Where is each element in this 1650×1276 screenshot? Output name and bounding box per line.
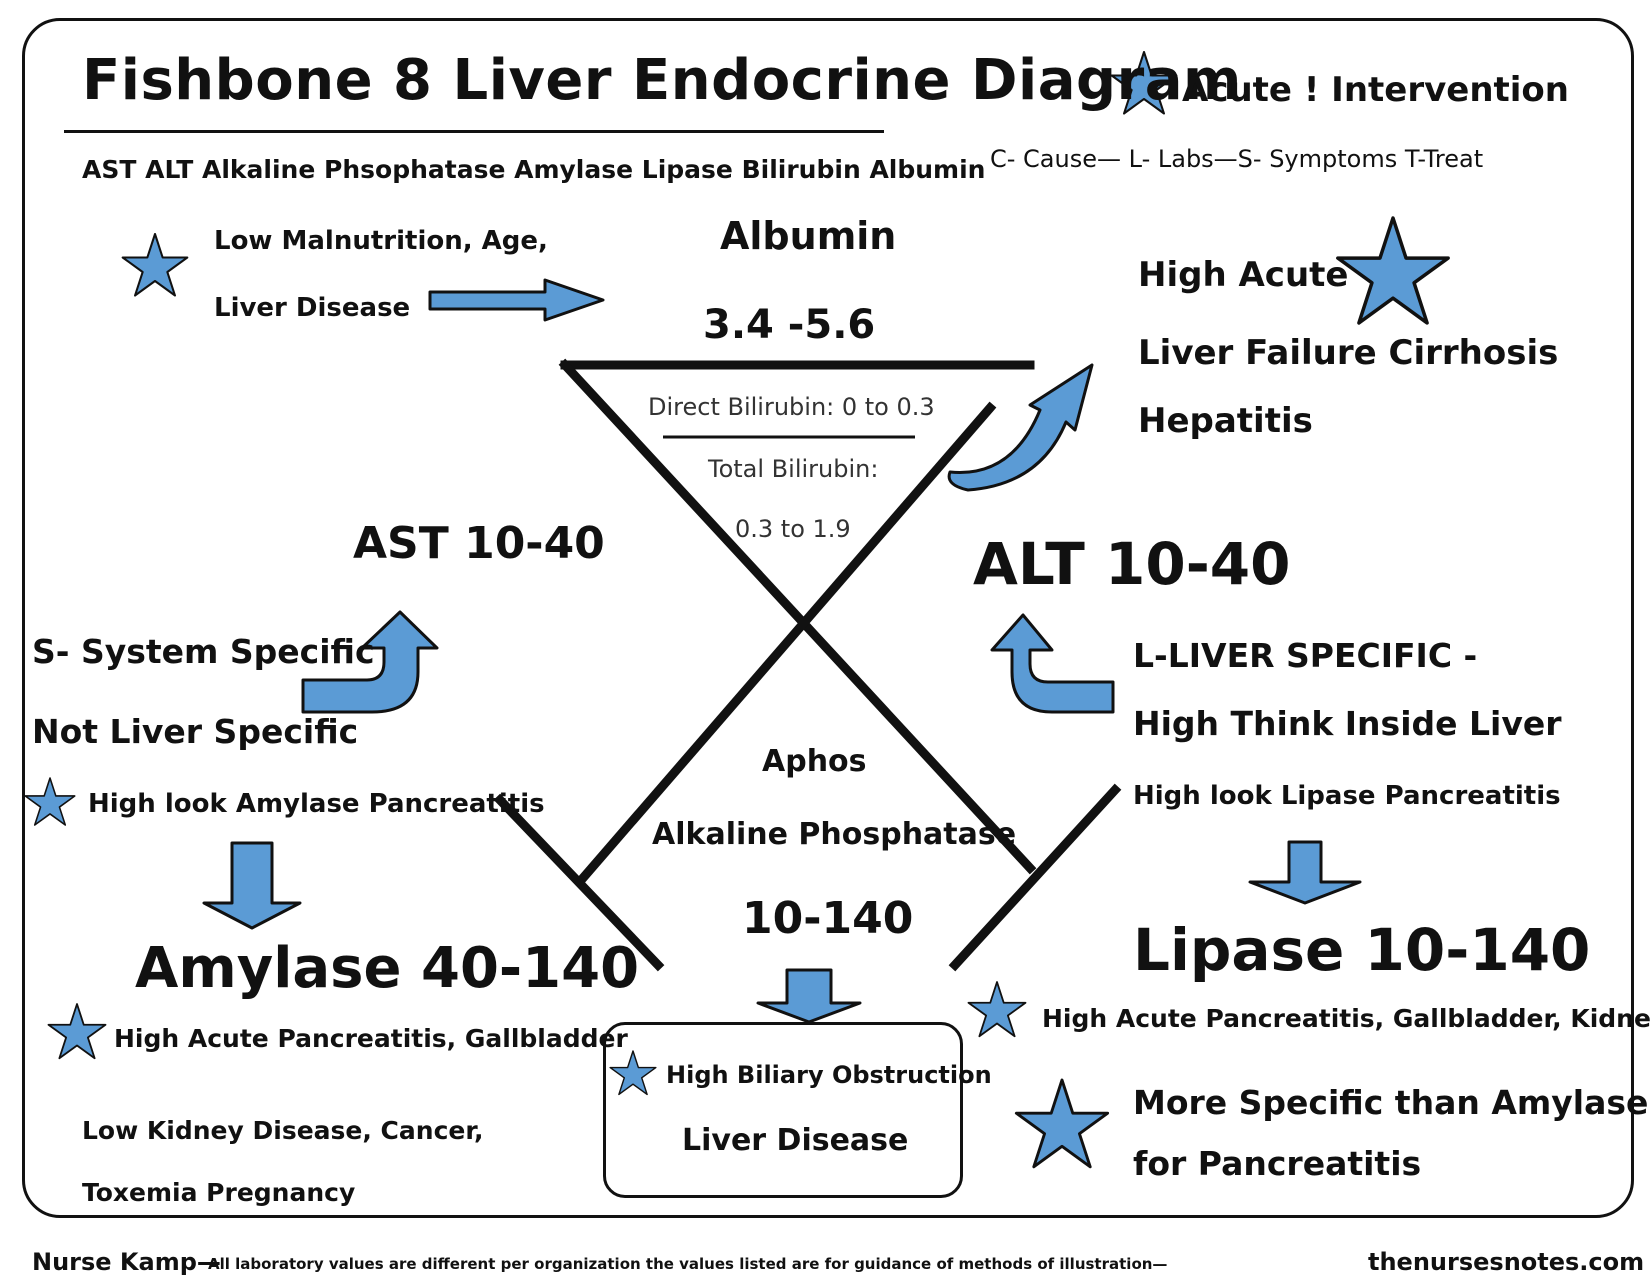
lipase-label: Lipase 10-140 (1133, 916, 1591, 984)
arrow-down-icon (1248, 840, 1362, 905)
ast-high-note: High look Amylase Pancreatitis (88, 789, 545, 819)
albumin-high-line3: Hepatitis (1138, 401, 1313, 441)
star-icon (1336, 216, 1450, 325)
arrow-down-icon (202, 841, 302, 930)
ast-note-system-specific: S- System Specific (32, 632, 375, 671)
amylase-high-note: High Acute Pancreatitis, Gallbladder (114, 1024, 628, 1053)
diagram-frame (22, 18, 1634, 1218)
star-icon (47, 1003, 107, 1060)
legend-key: C- Cause— L- Labs—S- Symptoms T-Treat (990, 145, 1484, 173)
aphos-short-name: Aphos (762, 744, 867, 779)
alt-high-note: High look Lipase Pancreatitis (1133, 781, 1561, 811)
aphos-disease-note: Liver Disease (682, 1123, 909, 1158)
fishbone-lines (493, 358, 1122, 972)
aphos-result-box (603, 1022, 963, 1198)
labs-list: AST ALT Alkaline Phsophatase Amylase Lip… (82, 155, 986, 184)
aphos-high-note: High Biliary Obstruction (666, 1061, 992, 1089)
albumin-high-line1: High Acute (1138, 255, 1349, 295)
title-underline (64, 130, 884, 133)
direct-bilirubin: Direct Bilirubin: 0 to 0.3 (648, 393, 935, 421)
arrow-down-icon (756, 968, 862, 1024)
albumin-range: 3.4 -5.6 (703, 302, 876, 348)
lipase-high-note: High Acute Pancreatitis, Gallbladder, Ki… (1042, 1004, 1650, 1033)
lipase-note-line2: for Pancreatitis (1133, 1144, 1422, 1183)
amylase-label: Amylase 40-140 (135, 936, 640, 1001)
curved-arrow-up-icon (947, 363, 1094, 492)
ast-note-not-liver-specific: Not Liver Specific (32, 712, 359, 751)
amylase-low-line1: Low Kidney Disease, Cancer, (82, 1116, 484, 1145)
star-icon (967, 981, 1027, 1038)
albumin-low-line2: Liver Disease (214, 293, 411, 323)
curved-arrow-up-icon (301, 610, 439, 714)
aphos-full-name: Alkaline Phosphatase (652, 817, 1017, 852)
albumin-high-line2: Liver Failure Cirrhosis (1138, 333, 1559, 373)
footer-disclaimer: All laboratory values are different per … (208, 1255, 1168, 1273)
alt-label: ALT 10-40 (973, 530, 1291, 598)
star-icon (24, 777, 76, 826)
ast-label: AST 10-40 (353, 518, 605, 569)
total-bilirubin-label: Total Bilirubin: (708, 455, 879, 483)
curved-arrow-up-icon (990, 613, 1115, 714)
lipase-note-line1: More Specific than Amylase (1133, 1083, 1649, 1122)
alt-note-liver-specific: L-LIVER SPECIFIC - (1133, 636, 1478, 675)
alt-note-think-inside-liver: High Think Inside Liver (1133, 704, 1562, 743)
footer-site: thenursesnotes.com (1368, 1248, 1645, 1276)
aphos-range: 10-140 (742, 893, 914, 944)
footer-author: Nurse Kamp— (32, 1248, 221, 1276)
arrow-right-icon (428, 278, 605, 322)
legend-acute-intervention: Acute ! Intervention (1182, 70, 1569, 110)
albumin-low-line1: Low Malnutrition, Age, (214, 226, 548, 256)
star-icon (121, 232, 189, 297)
page-title: Fishbone 8 Liver Endocrine Diagram (82, 48, 1242, 113)
total-bilirubin-range: 0.3 to 1.9 (735, 515, 851, 543)
albumin-name: Albumin (720, 214, 897, 258)
star-icon (1014, 1078, 1110, 1169)
amylase-low-line2: Toxemia Pregnancy (82, 1178, 356, 1207)
